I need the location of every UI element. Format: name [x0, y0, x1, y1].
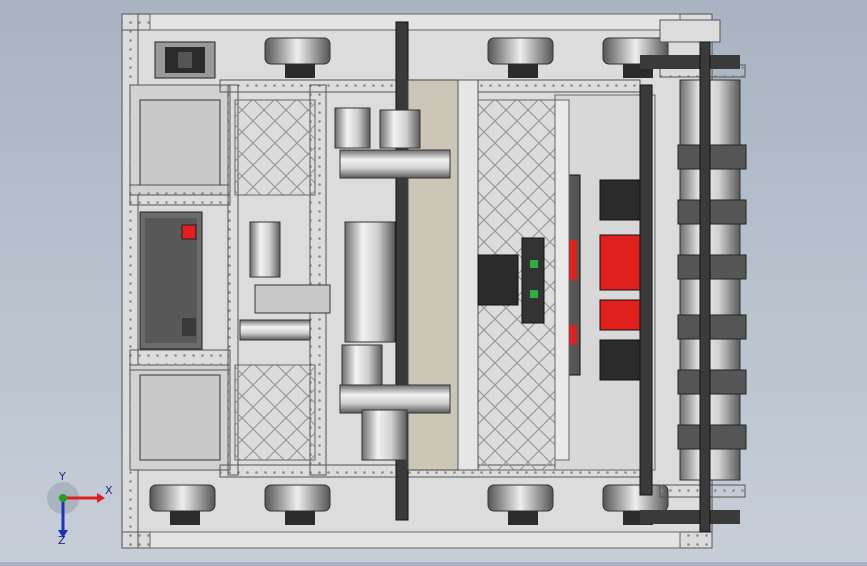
central-drive-assembly: [239, 21, 479, 521]
motor-cylinder: [344, 221, 396, 343]
y-axis-label: Y: [59, 470, 66, 483]
x-axis-label: X: [105, 484, 113, 497]
coordinate-triad: X Y Z: [45, 470, 125, 548]
electronics-panel: [477, 84, 653, 496]
battery-indicator: [181, 224, 197, 240]
top-wheels: [264, 37, 669, 78]
y-axis-point: [59, 494, 67, 502]
z-axis-label: Z: [58, 534, 66, 547]
intake-roller-assembly: [640, 19, 747, 533]
triad-axes-icon: [47, 482, 105, 538]
